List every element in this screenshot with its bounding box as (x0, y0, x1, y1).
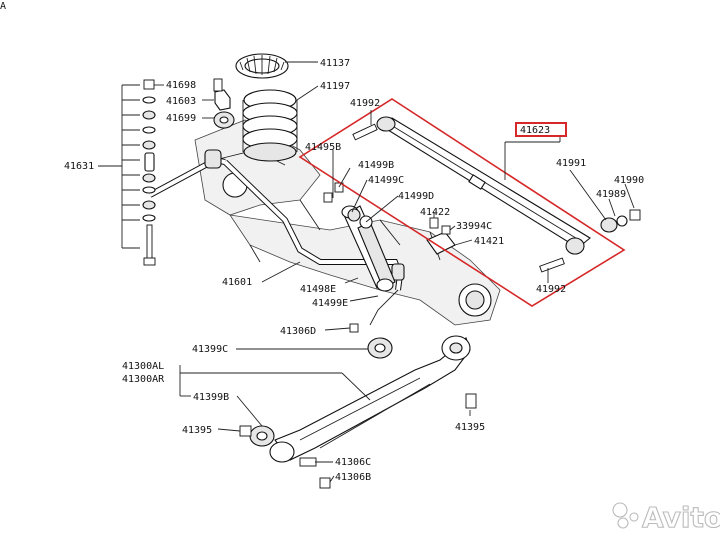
callout-41421: 41421 (474, 236, 504, 247)
bracket-and-bushing (213, 78, 235, 129)
callout-41399c: 41399C (192, 344, 228, 355)
corner-mark: A (0, 1, 6, 12)
callout-41495b: 41495B (305, 142, 341, 153)
callout-41992-lower: 41992 (536, 284, 566, 295)
callout-41989: 41989 (596, 189, 626, 200)
callout-41499c: 41499C (368, 175, 404, 186)
callout-41395-right: 41395 (455, 422, 485, 433)
callout-41603: 41603 (166, 96, 196, 107)
watermark-text: Avito (642, 501, 720, 534)
callout-41992-upper: 41992 (350, 98, 380, 109)
callout-41601: 41601 (222, 277, 252, 288)
leader-lines (154, 61, 635, 483)
callout-41623-box: 41623 (515, 122, 567, 137)
callout-41623: 41623 (520, 125, 550, 136)
callout-41395-left: 41395 (182, 425, 212, 436)
watermark-dot-icon (612, 502, 628, 518)
trailing-arm (239, 323, 477, 489)
callout-41306b: 41306B (335, 472, 371, 483)
callout-41991: 41991 (556, 158, 586, 169)
link-parts-stack (98, 79, 156, 266)
lateral-rod-assembly (298, 98, 641, 307)
callout-41499b: 41499B (358, 160, 394, 171)
callout-41631: 41631 (64, 161, 94, 172)
callout-41699: 41699 (166, 113, 196, 124)
callout-41698: 41698 (166, 80, 196, 91)
highlight-frame (298, 98, 626, 307)
callout-41399b: 41399B (193, 392, 229, 403)
callout-41197: 41197 (320, 81, 350, 92)
callout-41306d: 41306D (280, 326, 316, 337)
callout-41499d: 41499D (398, 191, 434, 202)
callout-41422: 41422 (420, 207, 450, 218)
callout-41300ar: 41300AR (122, 374, 165, 385)
callout-41306c: 41306C (335, 457, 371, 468)
shock-absorber (323, 182, 396, 292)
callout-41137: 41137 (320, 58, 350, 69)
callout-41498e: 41498E (300, 284, 336, 295)
stabilizer-bar (148, 149, 405, 326)
callout-41990: 41990 (614, 175, 644, 186)
coil-spring-assembly (235, 53, 298, 162)
avito-watermark: Avito (612, 500, 720, 535)
callout-33994c: 33994C (456, 221, 492, 232)
callout-41300al: 41300AL (122, 361, 164, 372)
callout-41499e: 41499E (312, 298, 348, 309)
